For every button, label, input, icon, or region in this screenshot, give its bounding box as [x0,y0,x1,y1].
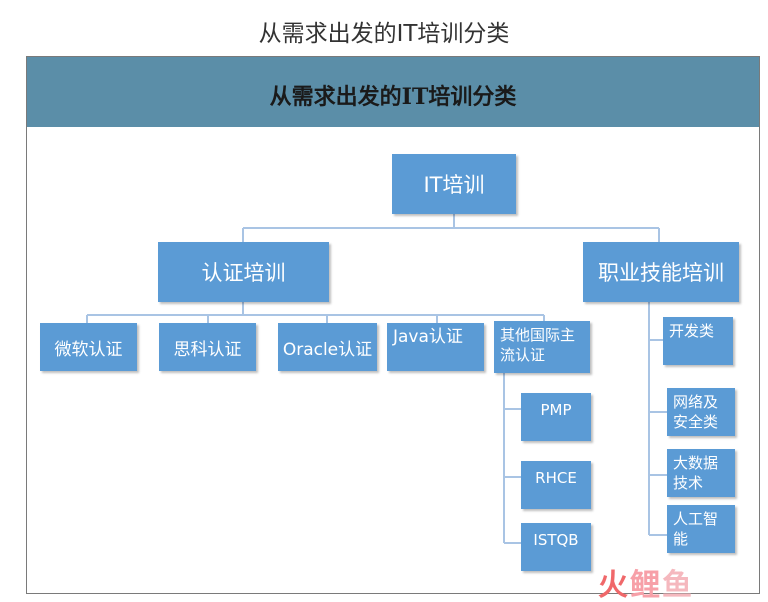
node-java-cert: Java认证 [387,323,484,371]
watermark-char-3: 鱼 [662,568,694,602]
node-development: 开发类 [663,317,733,365]
node-cisco-cert: 思科认证 [159,323,256,371]
banner: 从需求出发的IT培训分类 [27,57,759,127]
watermark-logo: 火鲤鱼 [598,560,694,602]
node-istqb: ISTQB [521,523,591,571]
watermark-char-1: 火 [598,568,630,602]
connector-lines [86,214,667,544]
node-network-security: 网络及安全类 [667,388,735,436]
node-other-intl-cert: 其他国际主流认证 [494,321,590,373]
node-pmp: PMP [521,393,591,441]
banner-title: 从需求出发的IT培训分类 [269,84,517,110]
node-it-training: IT培训 [392,154,516,214]
node-microsoft-cert: 微软认证 [40,323,137,371]
page-title: 从需求出发的IT培训分类 [258,21,510,47]
node-oracle-cert: Oracle认证 [278,323,377,371]
node-vocational-training: 职业技能培训 [583,242,739,302]
watermark-char-2: 鲤 [630,568,662,602]
node-certification-training: 认证培训 [158,242,329,302]
node-rhce: RHCE [521,461,591,509]
diagram-frame: 从需求出发的IT培训分类 [26,56,760,594]
node-big-data: 大数据技术 [667,449,735,497]
node-ai: 人工智能 [667,505,735,553]
